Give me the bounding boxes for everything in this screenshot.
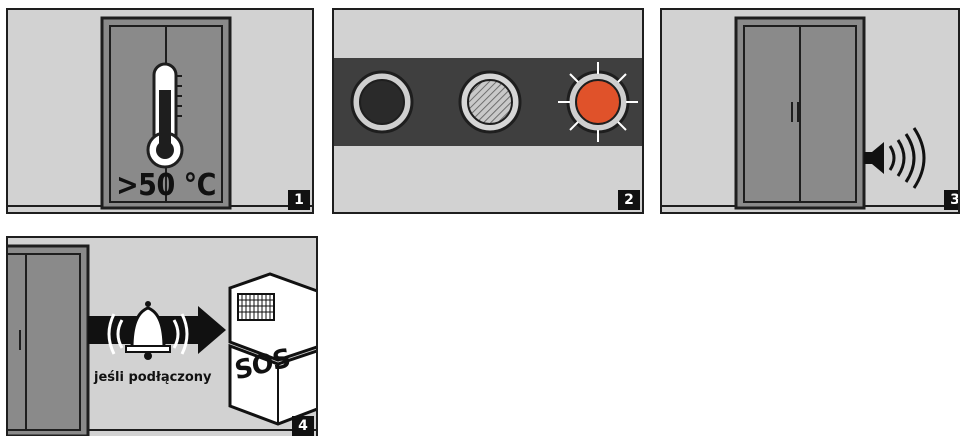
step-number-badge: 3 bbox=[944, 190, 958, 210]
speaker-icon bbox=[864, 127, 926, 189]
step-1-illustration bbox=[8, 16, 312, 210]
led-alarm-icon bbox=[558, 62, 638, 142]
bell-icon bbox=[107, 301, 189, 360]
step-3-illustration bbox=[662, 16, 958, 210]
step-1-panel: >50 °C 1 bbox=[6, 8, 314, 214]
control-center-icon bbox=[228, 272, 316, 426]
led-standby-icon bbox=[458, 70, 522, 134]
step-2-illustration bbox=[334, 58, 642, 146]
step-3-panel: 3 bbox=[660, 8, 960, 214]
step-number-badge: 1 bbox=[288, 190, 310, 210]
step-4-panel: SOS jeśli podłączony 4 bbox=[6, 236, 318, 436]
step-2-panel: 2 bbox=[332, 8, 644, 214]
temperature-threshold-label: >50 °C bbox=[116, 168, 216, 203]
step-number-badge: 4 bbox=[292, 416, 314, 436]
step-4-illustration bbox=[8, 244, 316, 436]
connection-note: jeśli podłączony bbox=[94, 370, 212, 385]
step-number-badge: 2 bbox=[618, 190, 640, 210]
thermometer-icon bbox=[146, 62, 184, 169]
led-off-icon bbox=[350, 70, 414, 134]
